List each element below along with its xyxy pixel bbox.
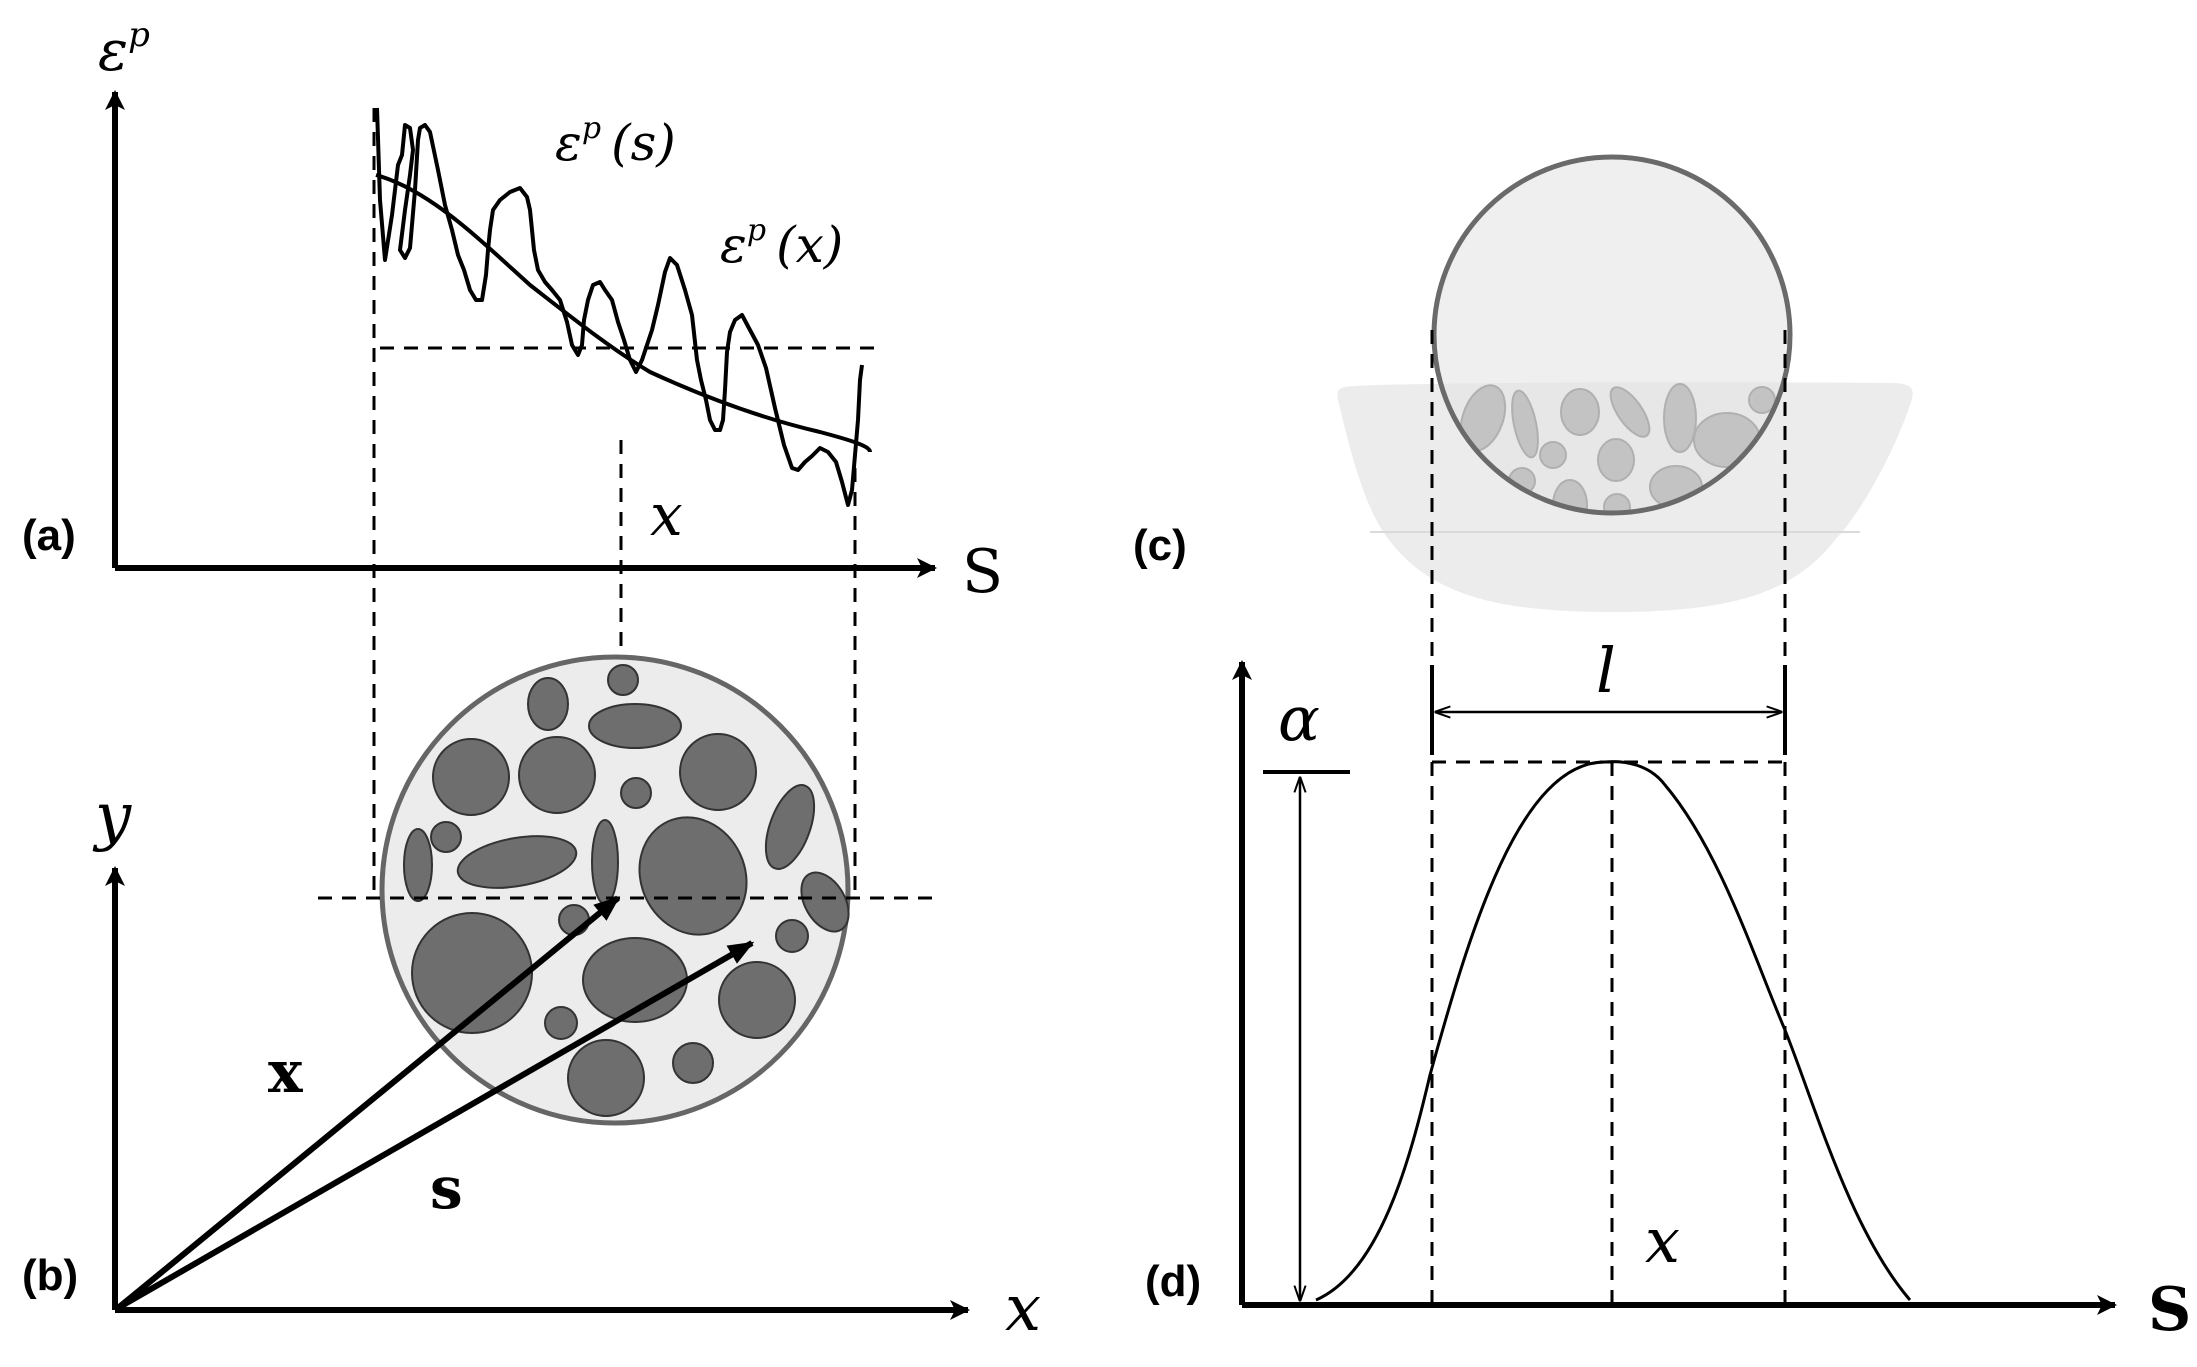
panel-d-tag: (d) bbox=[1145, 1257, 1201, 1306]
panel-b-x-axis-label: x bbox=[1005, 1272, 1041, 1346]
rve-circle bbox=[379, 654, 851, 1126]
curve-rough-label: εp(s) bbox=[555, 111, 676, 172]
connector-lines-cd bbox=[1430, 330, 1787, 1310]
peak-label: α bbox=[1278, 682, 1320, 755]
inclusion-group bbox=[403, 664, 850, 1117]
surface-slab bbox=[1337, 382, 1913, 612]
panel-c-tag: (c) bbox=[1133, 521, 1187, 570]
center-label: x bbox=[1645, 1204, 1680, 1277]
vector-s bbox=[116, 940, 755, 1311]
curve-smooth-label: εp(x) bbox=[720, 213, 843, 274]
width-label: l bbox=[1596, 634, 1616, 707]
panel-a-x-axis-label: S bbox=[962, 537, 1003, 607]
cap-sphere-outline bbox=[1431, 154, 1793, 516]
panel-b-tag: (b) bbox=[22, 1251, 78, 1300]
smooth-curve bbox=[375, 173, 872, 453]
panel-b-y-axis-label: y bbox=[92, 780, 132, 854]
panel-a-point-label: x bbox=[650, 481, 683, 549]
panel-d-x-axis-label: S bbox=[2148, 1275, 2191, 1345]
panel-b: (b) y x bbox=[22, 654, 1041, 1346]
panel-d: (d) S α l x bbox=[1145, 634, 2191, 1345]
vector-x bbox=[116, 895, 621, 1311]
vector-s-label: s bbox=[430, 1154, 463, 1222]
vector-x-label: x bbox=[268, 1038, 303, 1106]
rough-curve bbox=[375, 107, 864, 507]
panel-c: (c) bbox=[1133, 154, 1913, 612]
panel-a: (a) εp S εp(s) εp(x) x bbox=[22, 15, 1003, 607]
panel-a-y-axis-label: εp bbox=[98, 15, 150, 84]
panel-a-tag: (a) bbox=[22, 511, 76, 560]
